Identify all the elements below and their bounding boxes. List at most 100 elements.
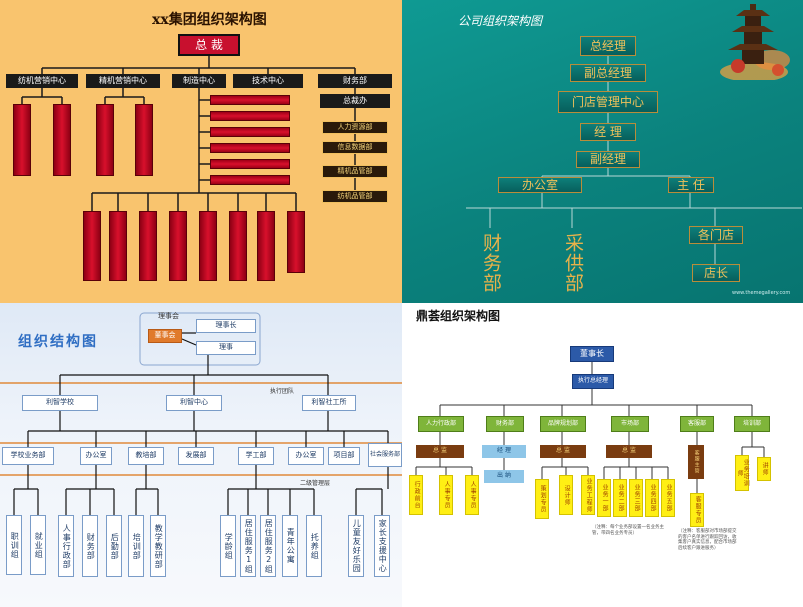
president-box: 总 裁 — [178, 34, 240, 56]
market-leaf-box: 业务三部 — [629, 479, 643, 517]
training-leaf-box: 业务培训师 — [735, 455, 749, 491]
manufacturing-workshop — [139, 211, 157, 281]
president-office: 总裁办 — [320, 94, 390, 108]
marketing-note: （注释：每个业务部设置一名业务主管，带四名业务专员） — [592, 525, 664, 536]
dinghui-chart-title: 鼎荟组织架构图 — [416, 309, 501, 323]
office-box: 办公室 — [80, 447, 112, 465]
customer-service-note: （注释：客服部对市场部提交的客户名单进行跟踪回访，收集客户真实信息，配合市场部后… — [678, 529, 737, 551]
manufacturing-workshop — [169, 211, 187, 281]
finance-department-label: 财务部 — [479, 233, 502, 293]
hr-admin-dept-box: 人力行政部 — [418, 416, 464, 432]
leaf-unit: 学龄组 — [220, 515, 236, 577]
chairman-box: 理事长 — [196, 319, 256, 333]
company-org-chart-panel: 公司组织架构图 总经理 副总经理 门店管理中心 经 理 副经理 办公室 主 任 … — [402, 0, 803, 303]
board-of-directors-box: 董事会 — [148, 329, 182, 343]
manufacturing-sub-unit — [210, 95, 290, 105]
textile-qc-department: 纺机品管部 — [322, 190, 388, 203]
precision-qc-department: 精机品管部 — [322, 165, 388, 178]
manufacturing-workshop — [229, 211, 247, 281]
info-data-department: 信息数据部 — [322, 141, 388, 154]
deputy-general-manager-box: 副总经理 — [570, 64, 646, 82]
leaf-unit: 青年公寓 — [282, 515, 298, 577]
dinghui-chart-connectors — [415, 362, 765, 493]
store-management-center-box: 门店管理中心 — [558, 91, 658, 113]
hr-leaf-box: 人事专员 — [465, 475, 479, 515]
precision-sub-unit — [135, 104, 153, 176]
structure-chart-title: 组织结构图 — [18, 334, 98, 350]
stores-box: 各门店 — [689, 226, 743, 244]
director-box: 主 任 — [668, 177, 714, 193]
lizhi-school-box: 利智学校 — [22, 395, 98, 411]
structure-chart-panel: 组织结构图 理事会 董事会 理事长 理事 执行团队 利智学校 利智中心 利智社工… — [0, 303, 402, 607]
leaf-unit: 居住服务2组 — [260, 515, 276, 577]
leaf-unit: 人事行政部 — [58, 515, 74, 577]
watermark-text: www.themegallery.com — [732, 290, 791, 296]
project-box: 项目部 — [328, 447, 360, 465]
leaf-unit: 就业组 — [30, 515, 46, 575]
marketing-director-box: 总 监 — [606, 445, 652, 458]
leaf-unit: 后勤部 — [106, 515, 122, 577]
customer-service-dept-box: 客服部 — [680, 416, 714, 432]
finance-dept-box: 财务部 — [486, 416, 524, 432]
lizhi-social-work-box: 利智社工所 — [302, 395, 356, 411]
market-leaf-box: 业务二部 — [613, 479, 627, 517]
dinghui-org-chart-panel: 鼎荟组织架构图 董事长 执行总经理 人力行政部 财务部 品牌规划部 市场部 客服… — [402, 303, 803, 607]
hr-department: 人力资源部 — [322, 121, 388, 134]
general-manager-box: 总经理 — [580, 36, 636, 56]
school-business-box: 学校业务部 — [2, 447, 54, 465]
deputy-manager-box: 副经理 — [576, 151, 640, 168]
store-head-box: 店长 — [692, 264, 740, 282]
brand-director-box: 总 监 — [540, 445, 586, 458]
office-box-2: 办公室 — [288, 447, 324, 465]
manufacturing-sub-unit — [210, 159, 290, 169]
leaf-unit: 家长支援中心 — [374, 515, 390, 577]
development-box: 发展部 — [178, 447, 214, 465]
pagoda-icon — [720, 4, 790, 80]
manufacturing-sub-unit — [210, 111, 290, 121]
finance-department: 财务部 — [318, 74, 392, 88]
social-service-box: 社会服务部 — [368, 443, 402, 467]
brand-leaf-box: 业务工程师 — [581, 475, 595, 515]
cashier-box: 出 纳 — [484, 470, 524, 483]
teaching-training-box: 教培部 — [128, 447, 164, 465]
structure-chart-connectors — [0, 312, 402, 515]
precision-sub-unit — [96, 104, 114, 176]
group-chart-title: xx集团组织架构图 — [152, 12, 267, 28]
brand-leaf-box: 设计师 — [559, 475, 573, 515]
manufacturing-workshop — [287, 211, 305, 273]
training-dept-box: 培训部 — [734, 416, 770, 432]
level2-label: 二级管理层 — [300, 480, 331, 487]
hr-leaf-box: 人事专员 — [439, 475, 453, 515]
precision-marketing-center: 精机营销中心 — [86, 74, 160, 88]
market-leaf-box: 业务四部 — [645, 479, 659, 517]
textile-sub-unit — [13, 104, 31, 176]
marketing-dept-box: 市场部 — [611, 416, 649, 432]
technology-center: 技术中心 — [233, 74, 303, 88]
manufacturing-workshop — [109, 211, 127, 281]
brand-leaf-box: 策划专员 — [535, 479, 549, 519]
manufacturing-workshop — [257, 211, 275, 281]
leaf-unit: 托养组 — [306, 515, 322, 577]
manufacturing-sub-unit — [210, 175, 290, 185]
finance-manager-box: 经 理 — [482, 445, 526, 458]
company-chart-title: 公司组织架构图 — [458, 14, 543, 28]
manufacturing-workshop — [83, 211, 101, 281]
executive-gm-box: 执行总经理 — [572, 374, 614, 389]
textile-marketing-center: 纺机营销中心 — [6, 74, 78, 88]
group-org-chart-panel: xx集团组织架构图 总 裁 纺机营销中心 精机营销中心 制造中心 技术中心 财务… — [0, 0, 402, 303]
manager-box: 经 理 — [580, 123, 636, 141]
manufacturing-center: 制造中心 — [172, 74, 226, 88]
company-chart-connectors — [466, 56, 802, 264]
leaf-unit: 居住服务1组 — [240, 515, 256, 577]
hr-director-box: 总 监 — [416, 445, 464, 458]
manufacturing-sub-unit — [210, 143, 290, 153]
cs-supervisor-box: 客服主管 — [688, 445, 704, 479]
cs-leaf-box: 客服专员 — [690, 493, 704, 527]
hr-leaf-box: 行政前台 — [409, 475, 423, 515]
manufacturing-workshop — [199, 211, 217, 281]
board-label: 理事会 — [158, 312, 179, 320]
leaf-unit: 职训组 — [6, 515, 22, 575]
lizhi-center-box: 利智中心 — [166, 395, 222, 411]
exec-team-label: 执行团队 — [270, 388, 295, 395]
textile-sub-unit — [53, 104, 71, 176]
